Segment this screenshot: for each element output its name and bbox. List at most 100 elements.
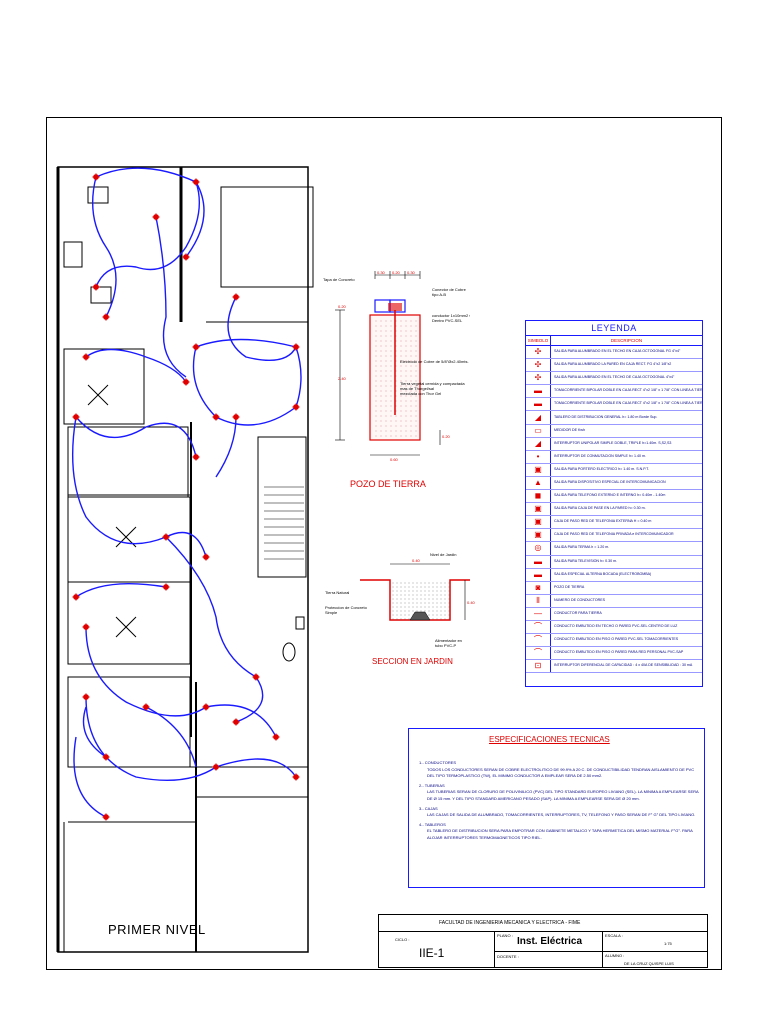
legend-symbol-icon: ✣: [526, 359, 551, 372]
floor-plan-drawing: [56, 166, 314, 953]
sheet-code: IIE-1: [419, 946, 445, 960]
legend-symbol-icon: ▣: [526, 463, 551, 476]
svg-text:0.30: 0.30: [377, 270, 386, 275]
legend-row: ⌒CONDUCTO EMBUTIDO EN TECHO O PARED PVC-…: [526, 620, 702, 635]
legend-symbol-icon: —: [526, 607, 551, 620]
legend-row: ▬SALIDA PARA TELEVISION h= 0.30 m.: [526, 555, 702, 569]
faculty-name: FACULTAD DE INGENIERIA MECANICA Y ELECTR…: [439, 920, 581, 926]
legend-symbol-icon: ▬: [526, 398, 551, 411]
legend-table: LEYENDA SIMBOLO DESCRIPCION ✣SALIDA PARA…: [525, 320, 703, 687]
legend-symbol-icon: ▲: [526, 476, 551, 490]
legend-symbol-icon: ▬: [526, 568, 551, 581]
legend-description: CAJA DE PASO RED DE TELEFONIA PRIVADA e …: [554, 532, 674, 537]
legend-description: NUMERO DE CONDUCTORES: [554, 597, 606, 602]
legend-row: ✣SALIDA PARA ALUMBRADO EN EL TECHO DE CA…: [526, 372, 702, 386]
svg-text:0.40: 0.40: [412, 558, 421, 563]
floor-level-title: PRIMER NIVEL: [108, 922, 206, 937]
spec-text: EL TABLERO DE DISTRIBUCION SERA PARA EMP…: [427, 828, 693, 840]
legend-description: CONDUCTO EMBUTIDO EN PISO O PARED PARA R…: [554, 650, 684, 655]
legend-symbol-icon: ◙: [526, 581, 551, 594]
legend-row: ⦀NUMERO DE CONDUCTORES: [526, 594, 702, 608]
legend-row: ▭MEDIDOR DE Kwh: [526, 424, 702, 438]
legend-symbol-icon: ▬: [526, 555, 551, 568]
legend-row: ✣SALIDA PARA ALUMBRADO EN EL TECHO EN CA…: [526, 346, 702, 360]
svg-text:0.60: 0.60: [390, 457, 399, 462]
pozo-label-electrodo: Electrodo de Cobre de 5/8"Øx2.40mts.: [400, 359, 469, 364]
legend-row: ◼SALIDA PARA TELEFONO EXTERNO E INTERNO …: [526, 490, 702, 504]
plan-name: Inst. Eléctrica: [517, 936, 583, 947]
svg-text:0.30: 0.30: [407, 270, 416, 275]
legend-symbol-icon: ⦀: [526, 594, 551, 607]
legend-symbol-icon: ◎: [526, 542, 551, 555]
legend-symbol-icon: ▭: [526, 424, 551, 437]
legend-row: ▣CAJA DE PASO RED DE TELEFONIA PRIVADA e…: [526, 529, 702, 543]
legend-description: CONDUCTO EMBUTIDO EN PISO O PARED PVC-SE…: [554, 637, 679, 642]
legend-description: TABLERO DE DISTRIBUCION GENERAL h= 1.80 …: [554, 414, 658, 419]
legend-symbol-icon: ▣: [526, 516, 551, 529]
jardin-title: SECCION EN JARDIN: [372, 657, 453, 666]
svg-text:0.20: 0.20: [392, 270, 401, 275]
garden-section-detail: 0.40 0.40 Nivel de Jardin Tierra Natural…: [325, 552, 476, 666]
legend-symbol-icon: •: [526, 450, 551, 463]
scale-value: 1:75: [664, 941, 672, 946]
specs-title: ESPECIFICACIONES TECNICAS: [489, 735, 610, 744]
legend-row: ▣SALIDA PARA CAJA DE PASE EN LA PARED h=…: [526, 503, 702, 517]
legend-description: SALIDA ESPECIAL ALTERNA BOCADA (ELECTROB…: [554, 571, 652, 576]
legend-row: ⌒CONDUCTO EMBUTIDO EN PISO O PARED PVC-S…: [526, 634, 702, 648]
legend-row: ▲SALIDA PARA DISPOSITIVO ESPECIAL DE INT…: [526, 476, 702, 491]
legend-description: TOMACORRIENTE BIPOLAR DOBLE EN CAJA RECT…: [554, 401, 702, 406]
pozo-title: POZO DE TIERRA: [350, 479, 426, 489]
svg-text:2.40: 2.40: [338, 376, 347, 381]
legend-symbol-icon: ⌒: [526, 620, 551, 634]
legend-description: TOMACORRIENTE BIPOLAR DOBLE EN CAJA RECT…: [554, 388, 702, 393]
legend-description: SALIDA PARA CAJA DE PASE EN LA PARED h= …: [554, 506, 646, 511]
title-block: FACULTAD DE INGENIERIA MECANICA Y ELECTR…: [378, 914, 708, 968]
legend-row: ◎SALIDA PARA TERMA h = 1.20 m.: [526, 542, 702, 556]
legend-title: LEYENDA: [526, 321, 702, 336]
legend-row: ▬TOMACORRIENTE BIPOLAR DOBLE EN CAJA REC…: [526, 398, 702, 412]
pozo-label-conductor: conductor 1x10mm2 Cu DesnudoDentro PVC-S…: [432, 313, 470, 323]
legend-symbol-icon: ✣: [526, 346, 551, 359]
spec-heading: 1.- CONDUCTORES: [419, 760, 457, 765]
spec-text: TODOS LOS CONDUCTORES SERAN DE COBRE ELE…: [427, 766, 695, 779]
legend-row: ◙POZO DE TIERRA: [526, 581, 702, 595]
svg-text:0.20: 0.20: [338, 304, 347, 309]
legend-row: —CONDUCTOR PARA TIERRA: [526, 607, 702, 621]
legend-symbol-icon: ▬: [526, 385, 551, 398]
legend-description: CONDUCTOR PARA TIERRA: [554, 610, 602, 615]
legend-row: ◢TABLERO DE DISTRIBUCION GENERAL h= 1.80…: [526, 411, 702, 425]
legend-symbol-icon: ◢: [526, 411, 551, 424]
pozo-label-tapa: Tapa de Concreto: [323, 277, 355, 282]
legend-row: ✣SALIDA PARA ALUMBRADO LA PARED EN CAJA …: [526, 359, 702, 373]
legend-description: MEDIDOR DE Kwh: [554, 427, 585, 432]
legend-symbol-icon: ⊡: [526, 660, 551, 673]
legend-row: ⊡INTERRUPTOR DIFERENCIAL DE CAPACIDAD : …: [526, 660, 702, 674]
legend-description: SALIDA PARA TERMA h = 1.20 m.: [554, 545, 610, 550]
student-name: DE LA CRUZ QUISPE LUIS: [624, 961, 674, 966]
legend-description: INTERRUPTOR UNIPOLAR SIMPLE DOBLE, TRIPL…: [554, 440, 672, 445]
legend-row: ⌒CONDUCTO EMBUTIDO EN PISO O PARED PARA …: [526, 647, 702, 661]
legend-row: •INTERRUPTOR DE CONMUTACION SIMPLE h= 1.…: [526, 450, 702, 464]
legend-row: ◢INTERRUPTOR UNIPOLAR SIMPLE DOBLE, TRIP…: [526, 437, 702, 451]
legend-description: INTERRUPTOR DIFERENCIAL DE CAPACIDAD : 4…: [554, 663, 693, 668]
technical-specs-box: ESPECIFICACIONES TECNICAS 1.- CONDUCTORE…: [408, 728, 705, 888]
legend-description: POZO DE TIERRA: [554, 584, 585, 589]
legend-row: ▬SALIDA ESPECIAL ALTERNA BOCADA (ELECTRO…: [526, 568, 702, 582]
spec-heading: 2.- TUBERIAS: [419, 782, 445, 788]
legend-row: ▣SALIDA PARA PORTERO ELECTRICO h= 1.40 m…: [526, 463, 702, 477]
drawing-sheet-border: [46, 117, 722, 970]
spec-heading: 4.- TABLEROS: [419, 821, 446, 827]
legend-symbol-icon: ⌒: [526, 647, 551, 660]
legend-description: SALIDA PARA PORTERO ELECTRICO h= 1.40 m.…: [554, 466, 649, 471]
legend-description: CONDUCTO EMBUTIDO EN TECHO O PARED PVC-S…: [554, 624, 678, 629]
legend-symbol-icon: ⌒: [526, 634, 551, 647]
svg-text:Tierra Natural: Tierra Natural: [325, 590, 349, 595]
legend-description: SALIDA PARA TELEFONO EXTERNO E INTERNO h…: [554, 493, 666, 498]
legend-symbol-icon: ◼: [526, 490, 551, 503]
legend-symbol-icon: ▣: [526, 503, 551, 516]
